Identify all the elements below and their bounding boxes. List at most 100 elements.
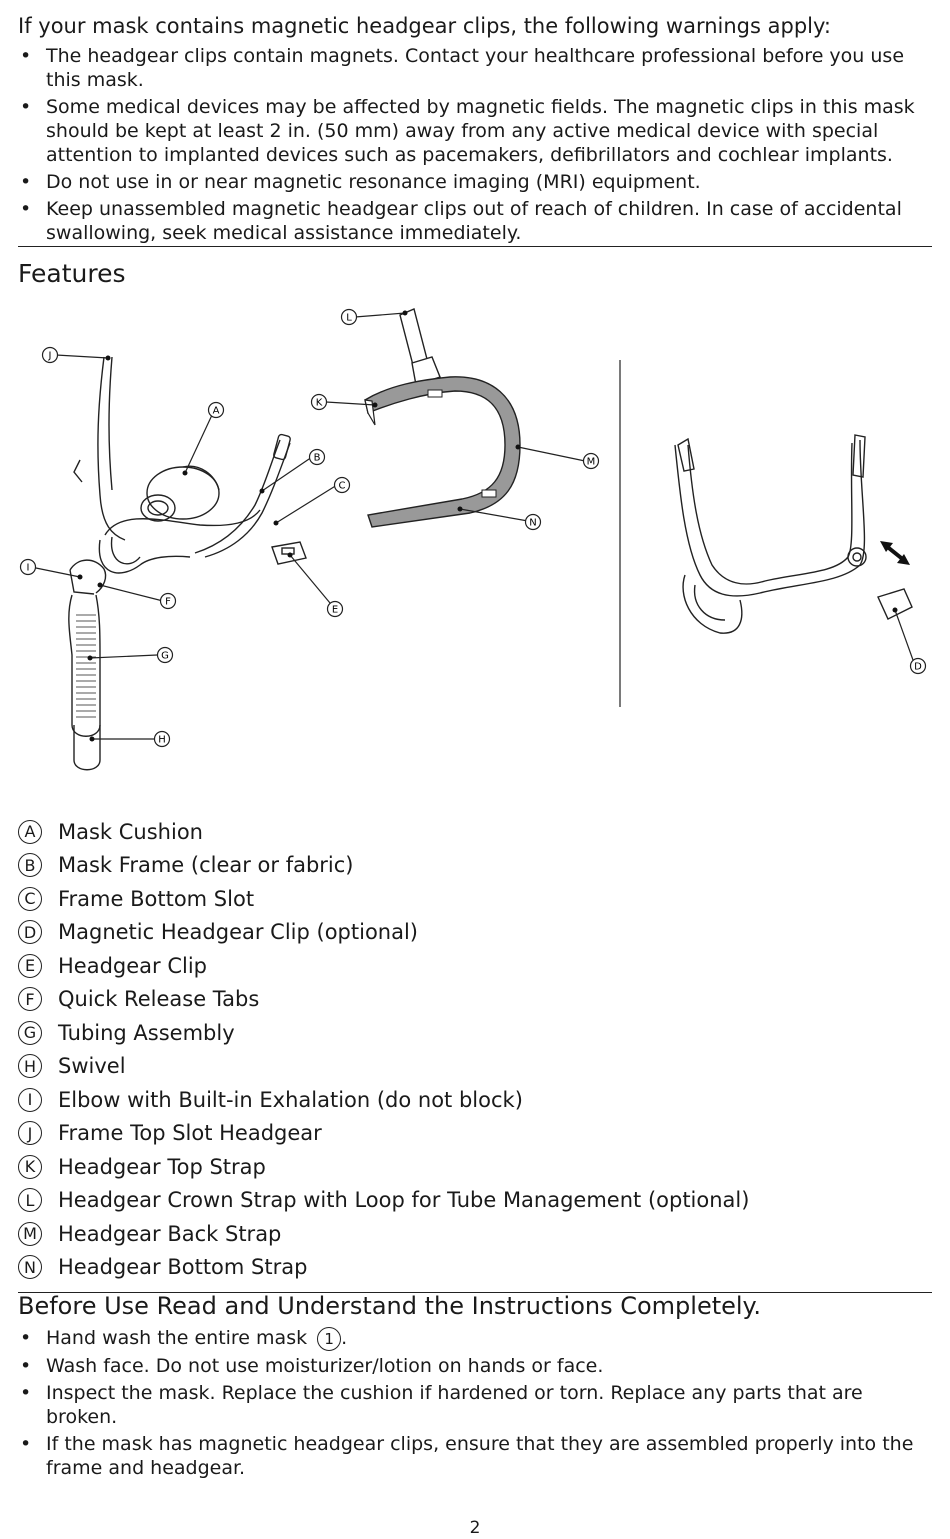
bullet-glyph: • [20, 1381, 32, 1404]
headgear-clip-e-shape [271, 541, 307, 565]
before-use-list: •Hand wash the entire mask 1. •Wash face… [18, 1326, 930, 1483]
list-item: •Hand wash the entire mask 1. [20, 1326, 348, 1351]
legend-letter-badge: G [18, 1020, 42, 1045]
frame-side-tab-shape [73, 459, 83, 483]
diagram-callout: L [340, 308, 358, 326]
legend-item: F Quick Release Tabs [18, 983, 918, 1017]
legend-letter-badge: K [18, 1154, 42, 1179]
legend-label: Mask Frame (clear or fabric) [58, 853, 354, 878]
legend-letter-badge: F [18, 987, 42, 1012]
legend-item: I Elbow with Built-in Exhalation (do not … [18, 1083, 918, 1117]
legend-letter-badge: N [18, 1255, 42, 1280]
diagram-callout: F [159, 592, 177, 610]
list-item: •The headgear clips contain magnets. Con… [20, 45, 905, 91]
step-number-badge: 1 [317, 1326, 342, 1351]
swivel-shape [73, 725, 101, 771]
callout-letter: L [346, 313, 352, 324]
legend-label: Headgear Clip [58, 953, 207, 978]
double-arrow-icon [880, 541, 910, 565]
diagram-callout: N [524, 513, 542, 531]
legend-item: N Headgear Bottom Strap [18, 1251, 918, 1285]
tube-shape [68, 594, 101, 737]
callout-letter: K [316, 398, 323, 409]
callout-letter: A [213, 406, 220, 417]
list-item: •Inspect the mask. Replace the cushion i… [20, 1381, 863, 1428]
diagram-callout: K [310, 393, 328, 411]
bullet-glyph: • [20, 96, 32, 118]
callout-letter: C [339, 481, 346, 492]
section-divider [18, 1292, 932, 1293]
callout-letter: B [314, 453, 321, 464]
legend-item: J Frame Top Slot Headgear [18, 1117, 918, 1151]
headgear-shape [364, 308, 521, 528]
legend-letter-badge: E [18, 953, 42, 978]
legend-letter-badge: D [18, 920, 42, 945]
legend-label: Quick Release Tabs [58, 987, 260, 1012]
legend-item: D Magnetic Headgear Clip (optional) [18, 916, 918, 950]
frame-right-arm-shape [194, 439, 281, 554]
list-item: •Wash face. Do not use moisturizer/lotio… [20, 1354, 604, 1377]
warnings-title: If your mask contains magnetic headgear … [18, 14, 831, 38]
frame-base-shape [98, 539, 191, 574]
legend-label: Tubing Assembly [58, 1020, 235, 1045]
legend-item: C Frame Bottom Slot [18, 882, 918, 916]
features-title: Features [18, 259, 126, 288]
diagram-callout: A [207, 401, 225, 419]
diagram-callout: M [582, 452, 600, 470]
frame-magnetic-shape [674, 434, 913, 634]
legend-letter-badge: L [18, 1188, 42, 1213]
legend-label: Headgear Bottom Strap [58, 1255, 308, 1280]
legend-label: Elbow with Built-in Exhalation (do not b… [58, 1087, 523, 1112]
page-number: 2 [469, 1518, 481, 1538]
warnings-list: •The headgear clips contain magnets. Con… [18, 44, 930, 248]
callout-lines [30, 312, 914, 740]
section-divider [18, 246, 932, 247]
callout-letter: M [587, 457, 596, 468]
legend-letter-badge: A [18, 819, 42, 844]
legend-item: G Tubing Assembly [18, 1016, 918, 1050]
callout-letter: F [165, 597, 171, 608]
callout-letter: I [27, 563, 30, 574]
legend-item: A Mask Cushion [18, 815, 918, 849]
diagram-callout: G [156, 646, 174, 664]
bullet-glyph: • [20, 1354, 32, 1377]
callout-letter: J [48, 351, 52, 362]
diagram-callout: C [333, 476, 351, 494]
bullet-glyph: • [20, 1432, 32, 1455]
legend-label: Frame Top Slot Headgear [58, 1121, 322, 1146]
before-use-title: Before Use Read and Understand the Instr… [18, 1292, 761, 1320]
legend-item: H Swivel [18, 1050, 918, 1084]
bullet-glyph: • [20, 198, 32, 220]
legend-label: Magnetic Headgear Clip (optional) [58, 920, 419, 945]
diagram-callout: J [41, 346, 59, 364]
cushion-shape [146, 466, 220, 520]
legend-item: E Headgear Clip [18, 949, 918, 983]
list-item: •If the mask has magnetic headgear clips… [20, 1432, 914, 1479]
legend-letter-badge: H [18, 1054, 42, 1079]
callout-letter: G [161, 651, 169, 662]
legend-label: Headgear Crown Strap with Loop for Tube … [58, 1188, 750, 1213]
elbow-shape [69, 559, 107, 594]
legend-label: Swivel [58, 1054, 126, 1079]
diagram-callout: H [153, 730, 171, 748]
callout-letter: D [914, 662, 922, 673]
frame-left-arm-shape [97, 356, 126, 541]
legend-letter-badge: I [18, 1087, 42, 1112]
legend-label: Headgear Back Strap [58, 1221, 282, 1246]
legend-letter-badge: J [18, 1121, 42, 1146]
callout-letter: H [158, 735, 166, 746]
legend-label: Frame Bottom Slot [58, 886, 255, 911]
diagram-callout: D [909, 657, 927, 675]
list-item: •Keep unassembled magnetic headgear clip… [20, 198, 902, 244]
legend-letter-badge: C [18, 886, 42, 911]
legend-label: Mask Cushion [58, 819, 203, 844]
list-item: •Some medical devices may be affected by… [20, 96, 915, 166]
callout-dots [77, 310, 898, 742]
bullet-glyph: • [20, 1327, 32, 1349]
callout-letter: N [529, 518, 536, 529]
